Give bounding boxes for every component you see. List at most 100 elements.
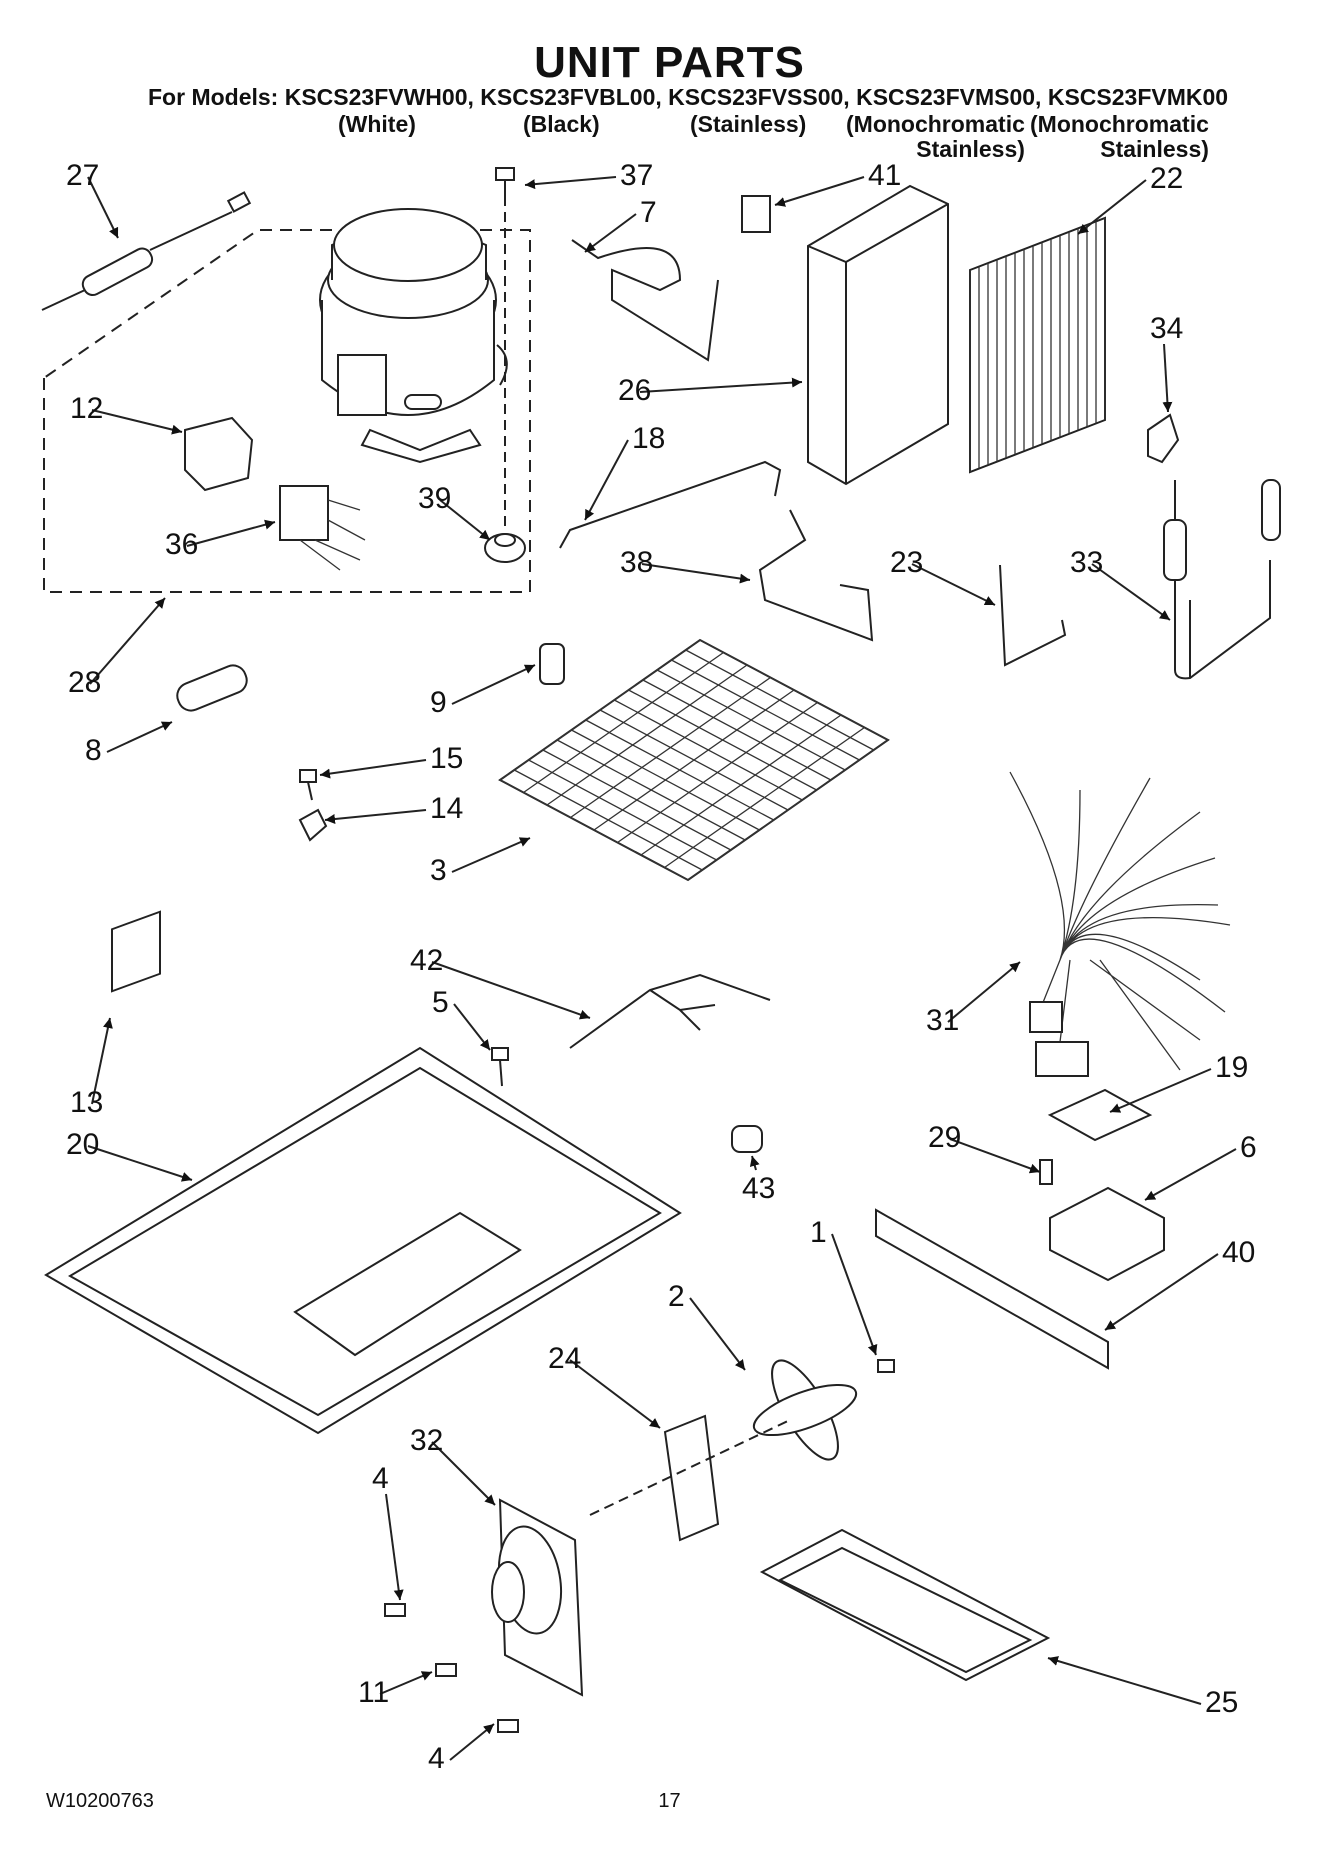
leader-line-43	[749, 1155, 760, 1171]
callout-13: 13	[70, 1086, 103, 1119]
callout-8: 8	[85, 734, 102, 767]
callout-42: 42	[410, 944, 443, 977]
screw-4-upper-drawing	[384, 1603, 406, 1617]
leader-line-12	[91, 409, 183, 435]
screw-4-lower-drawing	[497, 1719, 519, 1733]
hose-38-drawing	[758, 509, 874, 642]
leader-line-5	[453, 1003, 491, 1051]
screw-15-drawing	[299, 769, 317, 801]
board-19-drawing	[1047, 1088, 1153, 1142]
callout-27: 27	[66, 159, 99, 192]
compressor-assembly-outline	[43, 229, 531, 593]
callout-23: 23	[890, 546, 923, 579]
callout-43: 43	[742, 1172, 775, 1205]
plug-9-drawing	[539, 643, 565, 685]
clip-34-drawing	[1147, 413, 1180, 464]
leader-line-29	[949, 1138, 1041, 1174]
callout-18: 18	[632, 422, 665, 455]
pad-13-drawing	[111, 910, 161, 993]
strip-40-drawing	[875, 1208, 1109, 1370]
leader-line-2	[689, 1297, 746, 1371]
leader-line-41	[774, 176, 865, 207]
callout-22: 22	[1150, 162, 1183, 195]
shroud-26-drawing	[807, 184, 949, 486]
callout-19: 19	[1215, 1051, 1248, 1084]
capacitor-8-drawing	[176, 664, 248, 712]
page-title: UNIT PARTS	[534, 38, 805, 87]
box-6-drawing	[1049, 1186, 1165, 1282]
leader-line-4	[449, 1723, 495, 1761]
callout-12: 12	[70, 392, 103, 425]
callout-31: 31	[926, 1004, 959, 1037]
callout-29: 29	[928, 1121, 961, 1154]
variant-line: Stainless)	[916, 136, 1025, 162]
leader-line-11	[379, 1671, 433, 1695]
clip-29-drawing	[1039, 1159, 1053, 1185]
leader-line-34	[1162, 343, 1173, 413]
screw-37-drawing	[495, 167, 515, 196]
callout-leader-lines	[87, 176, 1237, 1761]
callout-40: 40	[1222, 1236, 1255, 1269]
callout-26: 26	[618, 374, 651, 407]
grommet-39-drawing	[484, 533, 526, 563]
cover-12-drawing	[184, 416, 254, 492]
leader-line-27	[87, 176, 119, 239]
leader-line-9	[451, 664, 536, 705]
condenser-22-drawing	[969, 216, 1106, 474]
callout-11: 11	[358, 1676, 389, 1709]
leader-line-40	[1104, 1253, 1219, 1331]
callout-28: 28	[68, 666, 101, 699]
callout-14: 14	[430, 792, 463, 825]
leader-line-42	[431, 961, 591, 1020]
leader-line-14	[324, 809, 427, 824]
variant-white: (White)	[338, 111, 416, 137]
leader-line-20	[87, 1145, 193, 1182]
wire-harness-31-drawing	[1009, 771, 1231, 1077]
filter-drier-drawing	[41, 191, 252, 311]
leader-line-32	[431, 1441, 496, 1506]
callout-7: 7	[640, 196, 657, 229]
fan-assembly-32-drawing	[491, 1498, 584, 1697]
callout-1: 1	[810, 1216, 827, 1249]
leader-line-6	[1144, 1148, 1237, 1201]
evaporator-3-drawing	[498, 638, 890, 882]
page-number: 17	[658, 1790, 681, 1812]
callout-33: 33	[1070, 546, 1103, 579]
callout-4: 4	[372, 1462, 389, 1495]
leader-line-25	[1047, 1656, 1202, 1705]
clamp-14-drawing	[298, 808, 328, 842]
tubing-33-drawing	[1163, 479, 1281, 680]
leader-line-24	[569, 1359, 661, 1429]
harness-42-drawing	[569, 973, 771, 1049]
compressor-drawing	[319, 208, 508, 464]
callout-6: 6	[1240, 1131, 1257, 1164]
callout-20: 20	[66, 1128, 99, 1161]
screw-5-drawing	[491, 1047, 509, 1087]
tube-7-drawing	[571, 239, 719, 362]
leader-line-39	[439, 499, 491, 541]
callout-39: 39	[418, 482, 451, 515]
variant-line: (Monochromatic	[846, 111, 1025, 137]
leader-line-31	[947, 961, 1021, 1023]
leader-line-37	[524, 176, 617, 190]
callout-2: 2	[668, 1280, 685, 1313]
callout-41: 41	[868, 159, 901, 192]
base-20-drawing	[44, 1046, 682, 1435]
document-number: W10200763	[46, 1790, 154, 1812]
leader-line-19	[1109, 1068, 1212, 1113]
bracket-23-drawing	[999, 564, 1067, 667]
leader-line-4	[385, 1493, 404, 1601]
variant-line: (Monochromatic	[1030, 111, 1209, 137]
leader-line-22	[1077, 179, 1147, 235]
rod-18-drawing	[559, 460, 782, 549]
variant-line: Stainless)	[1100, 136, 1209, 162]
leader-line-38	[641, 563, 751, 584]
leader-line-13	[91, 1017, 113, 1105]
leader-line-15	[319, 759, 427, 779]
callout-32: 32	[410, 1424, 443, 1457]
screw-11-drawing	[435, 1663, 457, 1677]
